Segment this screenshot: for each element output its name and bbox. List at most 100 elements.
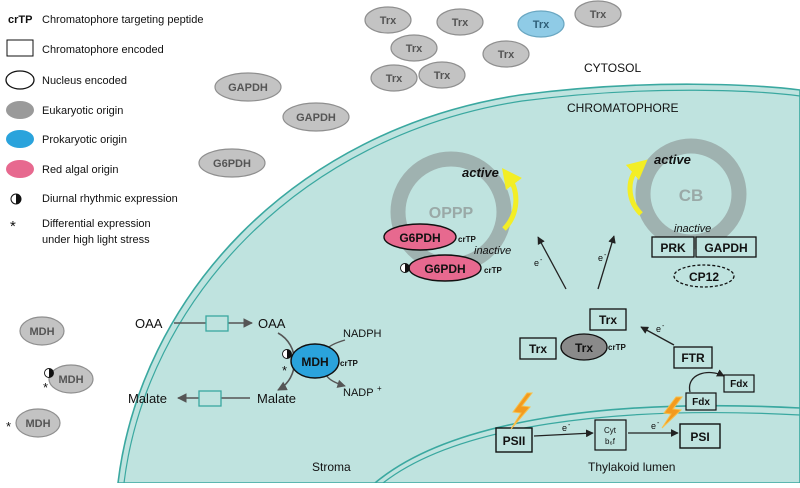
trx-cytosol-3: Trx (574, 0, 622, 28)
malate-valve: OAA OAA Malate Malate NADPH NADP + MDH c… (128, 315, 382, 407)
prk-box: PRK (651, 236, 695, 258)
oppp-inactive-label: inactive (474, 245, 511, 257)
malate-transporter (198, 390, 222, 407)
nadp-plus-label: + (377, 384, 382, 393)
electron-label-cb-sup: - (604, 252, 607, 259)
electron-label-oppp: e (534, 258, 539, 268)
mdh-cytosol-2-asterisk-icon: * (43, 380, 48, 395)
malate-cytosol-label: Malate (128, 391, 167, 406)
mdh-cytosol-2: MDH * (43, 364, 94, 395)
electron-label-ftr: e (656, 324, 661, 334)
cb-cycle: CB active inactive PRK GAPDH CP12 (625, 138, 757, 288)
cyt-line2-label: b₆f (605, 437, 616, 446)
ftr-box: FTR (673, 346, 713, 369)
electron-label-psii-sup: - (568, 422, 571, 429)
malate-chromatophore-label: Malate (257, 391, 296, 406)
thylakoid-lumen-label: Thylakoid lumen (588, 460, 675, 474)
chromatophore-label: CHROMATOPHORE (567, 101, 679, 115)
trx-cytosol-6-label: Trx (386, 73, 403, 85)
trx-cytosol-4: Trx (390, 34, 438, 62)
legend-red-algal-swatch (6, 160, 34, 178)
mdh-cytosol-3-asterisk-icon: * (6, 419, 11, 434)
fdx-box-right: Fdx (723, 374, 755, 393)
gapdh-chromatophore-label: GAPDH (704, 241, 747, 255)
thylakoid-membrane (374, 404, 800, 484)
mdh-chromatophore-label: MDH (301, 355, 328, 369)
g6pdh-chromatophore-1-crtp: crTP (458, 235, 476, 244)
electron-label-cyt: e (651, 421, 656, 431)
legend-crtp-symbol: crTP (8, 14, 32, 26)
trx-cytosol-7: Trx (418, 61, 466, 89)
trx-cytosol-2: Trx (436, 8, 484, 36)
electron-label-cb: e (598, 253, 603, 263)
prk-label: PRK (660, 241, 686, 255)
legend-chromatophore-encoded-label: Chromatophore encoded (42, 44, 164, 56)
electron-label-cyt-sup: - (657, 420, 660, 427)
g6pdh-chromatophore-1-label: G6PDH (399, 231, 440, 245)
trx-cytosol-2-label: Trx (452, 17, 469, 29)
ftr-label: FTR (681, 351, 705, 365)
nadp-label: NADP (343, 387, 374, 399)
cb-label: CB (679, 186, 704, 205)
trx-cytosol-1: Trx (364, 6, 412, 34)
legend-asterisk-icon: * (10, 218, 16, 235)
g6pdh-chromatophore-2-label: G6PDH (424, 262, 465, 276)
trx-cytosol-4-label: Trx (406, 43, 423, 55)
trx-cytosol-5-label: Trx (498, 49, 515, 61)
cp12-label: CP12 (689, 270, 719, 284)
gapdh-cytosol-1-label: GAPDH (228, 82, 268, 94)
legend-nucleus-encoded-swatch (5, 70, 35, 90)
oppp-cycle: OPPP active inactive G6PDH crTP G6PDH cr… (383, 151, 522, 282)
trx-box-top-label: Trx (599, 313, 617, 327)
legend-chromatophore-encoded-swatch (6, 39, 34, 57)
mdh-cytosol-1-label: MDH (29, 326, 54, 338)
electron-arrow-to-cb (597, 235, 616, 290)
trx-box-left-label: Trx (529, 342, 547, 356)
g6pdh-chromatophore-1: G6PDH crTP (383, 223, 476, 251)
electron-arrow-psii-to-cyt (533, 429, 594, 438)
trx-cytosol-3-label: Trx (590, 9, 607, 21)
nadph-label: NADPH (343, 328, 382, 340)
mdh-cytosol-1: MDH (19, 316, 65, 346)
g6pdh-chromatophore-2: G6PDH crTP (400, 254, 502, 282)
electron-label-psii: e (562, 423, 567, 433)
g6pdh-cytosol-label: G6PDH (213, 158, 251, 170)
trx-cytosol-prokaryotic: Trx (517, 10, 565, 38)
mdh-chromatophore-crtp: crTP (340, 359, 358, 368)
legend-differential-line1: Differential expression (42, 218, 151, 230)
legend-crtp-label: Chromatophore targeting peptide (42, 14, 203, 26)
gapdh-cytosol-2: GAPDH (282, 102, 350, 132)
trx-chromatophore-ellipse: Trx crTP (560, 333, 626, 361)
psi-label: PSI (690, 430, 709, 444)
cb-inactive-label: inactive (674, 223, 711, 235)
cytosol-trx-group: Trx Trx Trx Trx Trx Trx Trx Trx (364, 0, 622, 92)
oaa-chromatophore-label: OAA (258, 316, 286, 331)
trx-cytosol-6: Trx (370, 64, 418, 92)
mdh-chromatophore-diurnal-icon (282, 349, 292, 359)
trx-box-top: Trx (589, 308, 627, 331)
cp12-protein: CP12 (673, 264, 735, 288)
oppp-label: OPPP (429, 205, 474, 222)
cytosol-label: CYTOSOL (584, 61, 641, 75)
electron-arrow-ftr-to-trx (640, 326, 675, 346)
stroma-label: Stroma (312, 460, 351, 474)
cb-active-label: active (654, 152, 691, 167)
fdx-cycle-arrow (689, 369, 725, 393)
g6pdh-cytosol: G6PDH (198, 148, 266, 178)
cb-activation-arrow (625, 159, 648, 216)
trx-cytosol-5: Trx (482, 40, 530, 68)
psi-box: PSI (679, 423, 721, 449)
legend: crTP Chromatophore targeting peptide Chr… (5, 14, 203, 246)
mdh-cytosol-3-label: MDH (25, 418, 50, 430)
lightning-icon-psi (661, 396, 683, 429)
chromatophore-outer-membrane (123, 89, 800, 484)
legend-nucleus-encoded-label: Nucleus encoded (42, 75, 127, 87)
cyt-line1-label: Cyt (604, 426, 617, 435)
trx-box-left: Trx (519, 337, 557, 360)
trx-chromatophore-crtp: crTP (608, 343, 626, 352)
mdh-chromatophore-asterisk-icon: * (282, 363, 287, 378)
legend-prokaryotic-label: Prokaryotic origin (42, 134, 127, 146)
fdx-box-left: Fdx (685, 392, 717, 411)
electron-arrow-to-oppp (537, 236, 567, 290)
